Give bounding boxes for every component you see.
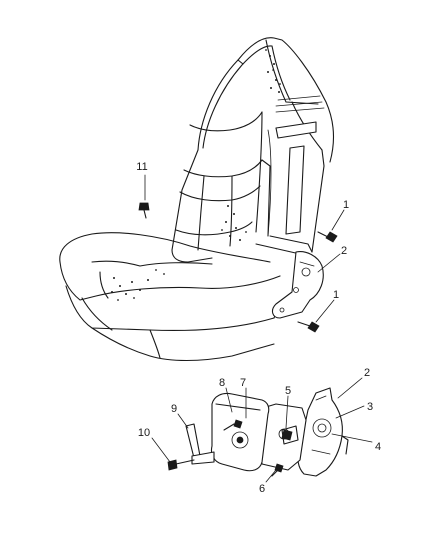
bolt-1-lower: [297, 321, 320, 333]
callout-8: 8: [219, 377, 225, 389]
recliner-bracket: [297, 387, 349, 477]
seat-cushion: [59, 232, 297, 362]
bolt-11: [138, 202, 150, 219]
seat-assembly: [59, 37, 335, 362]
seat-back: [171, 111, 271, 263]
callout-1-upper: 1: [343, 199, 349, 211]
callout-4: 4: [375, 441, 381, 453]
recliner-trim-plate: [210, 392, 270, 472]
seat-back-frame: [255, 121, 325, 255]
seat-back-top: [197, 37, 335, 163]
screw-7: [223, 419, 243, 431]
callout-9: 9: [171, 403, 177, 415]
callout-11: 11: [136, 161, 147, 173]
handle-screw-10: [167, 459, 195, 471]
callout-6: 6: [259, 483, 265, 495]
screw-6: [271, 463, 284, 477]
callout-5: 5: [285, 385, 291, 397]
recliner-assembly: [167, 387, 349, 477]
callout-labels: 11 1 2 1 2 3 4 5 6 7 8 9 10: [136, 161, 381, 495]
seat-side-bracket: [271, 251, 324, 319]
foam-texture: [111, 49, 281, 301]
callout-3: 3: [367, 401, 373, 413]
callout-2-upper: 2: [341, 245, 347, 257]
callout-1-lower: 1: [333, 289, 339, 301]
recline-lever: [185, 423, 215, 465]
bolt-1-upper: [317, 231, 338, 243]
callout-7: 7: [240, 377, 246, 389]
leader-lines: [144, 174, 373, 483]
callout-2-lower: 2: [364, 367, 370, 379]
callout-10: 10: [138, 427, 150, 439]
recliner-inner-plate: [255, 403, 307, 471]
screw-5: [281, 429, 293, 441]
